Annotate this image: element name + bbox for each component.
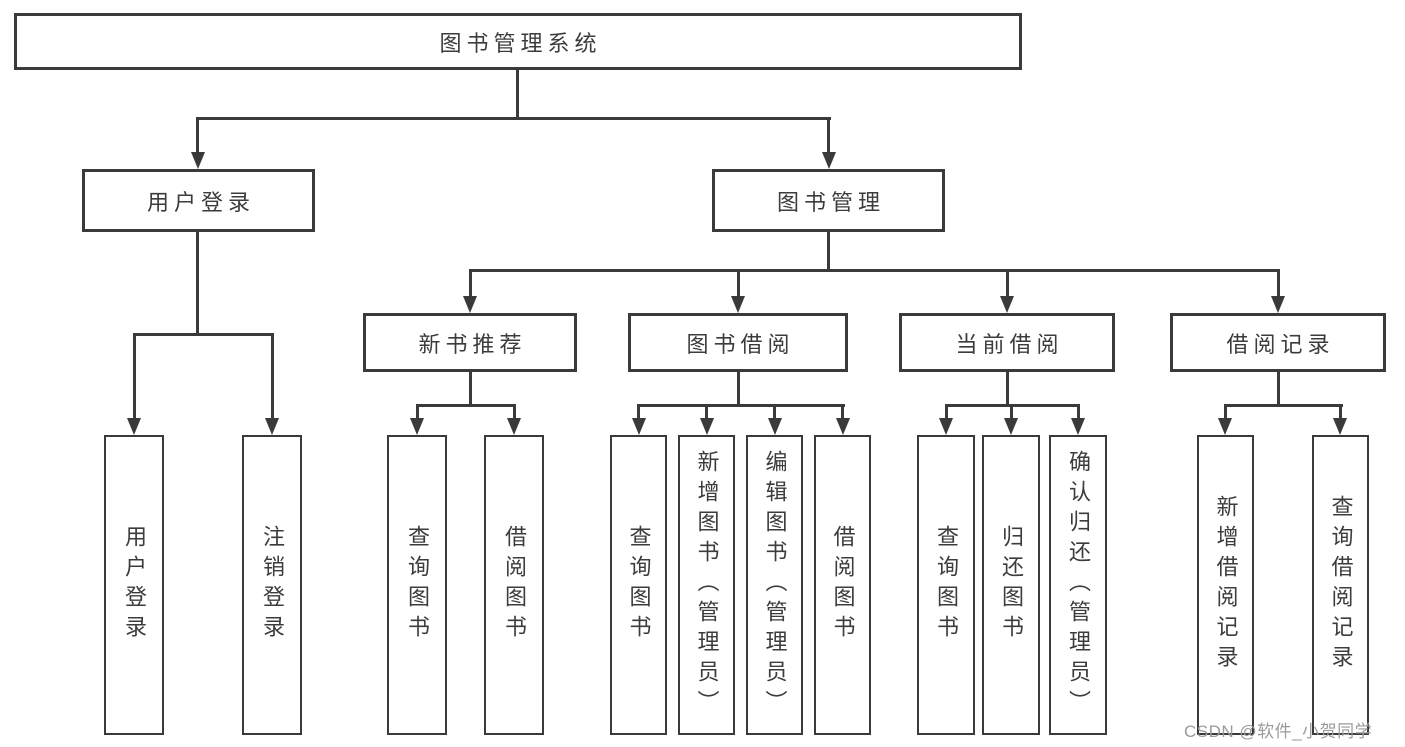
connector-group-d-bus bbox=[1224, 404, 1343, 407]
connector-root-to-user-login bbox=[196, 117, 199, 154]
arrowhead-group-b-2 bbox=[700, 418, 714, 435]
arrowhead-group-d-2 bbox=[1333, 418, 1347, 435]
arrowhead-group-b-3 bbox=[768, 418, 782, 435]
connector-group-c-stem bbox=[1006, 371, 1009, 407]
connector-root-stem bbox=[516, 68, 519, 119]
leaf-add-borrow-record: 新增借阅记录 bbox=[1197, 435, 1254, 735]
connector-group-d-drop-1 bbox=[1224, 404, 1227, 419]
leaf-confirm-return-admin-label: 确认归还（管理员） bbox=[1066, 450, 1091, 720]
arrowhead-to-new-book bbox=[463, 296, 477, 313]
arrowhead-to-leaf-user-login bbox=[127, 418, 141, 435]
arrowhead-group-c-2 bbox=[1004, 418, 1018, 435]
connector-root-to-book-management bbox=[827, 117, 830, 154]
arrowhead-to-book-management bbox=[822, 152, 836, 169]
connector-to-new-book bbox=[469, 269, 472, 299]
arrowhead-group-a-2 bbox=[507, 418, 521, 435]
node-book-management: 图书管理 bbox=[712, 169, 945, 232]
node-book-borrow-label: 图书借阅 bbox=[686, 331, 795, 357]
connector-to-leaf-user-login bbox=[133, 333, 136, 419]
arrowhead-group-c-3 bbox=[1071, 418, 1085, 435]
leaf-query-borrow-record-label: 查询借阅记录 bbox=[1328, 495, 1354, 675]
connector-group-d-drop-2 bbox=[1339, 404, 1342, 419]
node-borrow-records: 借阅记录 bbox=[1170, 313, 1386, 372]
connector-group-d-stem bbox=[1277, 371, 1280, 407]
csdn-watermark: CSDN @软件_小贺同学 bbox=[1184, 722, 1373, 741]
leaf-query-books-recommend: 查询图书 bbox=[387, 435, 447, 735]
arrowhead-to-leaf-logout bbox=[265, 418, 279, 435]
node-new-book-recommend: 新书推荐 bbox=[363, 313, 577, 372]
connector-group-b-drop-2 bbox=[705, 404, 708, 419]
leaf-borrow-books: 借阅图书 bbox=[814, 435, 871, 735]
connector-book-management-stem bbox=[827, 231, 830, 272]
leaf-query-borrow-record: 查询借阅记录 bbox=[1312, 435, 1369, 735]
leaf-user-login-label: 用户登录 bbox=[122, 525, 147, 645]
connector-group-b-bus bbox=[637, 404, 845, 407]
node-current-borrow-label: 当前借阅 bbox=[955, 331, 1064, 357]
connector-group-c-drop-3 bbox=[1077, 404, 1080, 419]
leaf-return-books: 归还图书 bbox=[982, 435, 1040, 735]
leaf-return-books-label: 归还图书 bbox=[999, 525, 1024, 645]
connector-group-b-drop-4 bbox=[841, 404, 844, 419]
connector-group-a-stem bbox=[469, 371, 472, 407]
arrowhead-group-b-4 bbox=[836, 418, 850, 435]
leaf-logout: 注销登录 bbox=[242, 435, 302, 735]
node-user-login: 用户登录 bbox=[82, 169, 315, 232]
leaf-borrow-books-recommend-label: 借阅图书 bbox=[502, 525, 527, 645]
connector-group-c-drop-2 bbox=[1010, 404, 1013, 419]
connector-group-a-bus bbox=[416, 404, 516, 407]
connector-to-leaf-logout bbox=[271, 333, 274, 419]
connector-group-a-drop-1 bbox=[416, 404, 419, 419]
leaf-query-books-recommend-label: 查询图书 bbox=[405, 525, 430, 645]
node-book-management-label: 图书管理 bbox=[776, 189, 885, 215]
arrowhead-to-book-borrow bbox=[731, 296, 745, 313]
leaf-logout-label: 注销登录 bbox=[260, 525, 285, 645]
leaf-add-borrow-record-label: 新增借阅记录 bbox=[1213, 495, 1239, 675]
arrowhead-group-b-1 bbox=[632, 418, 646, 435]
connector-group-b-stem bbox=[737, 371, 740, 407]
connector-group-c-drop-1 bbox=[945, 404, 948, 419]
connector-group-a-drop-2 bbox=[513, 404, 516, 419]
leaf-borrow-books-label: 借阅图书 bbox=[830, 525, 856, 645]
node-root-label: 图书管理系统 bbox=[439, 30, 602, 56]
arrowhead-to-current-borrow bbox=[1000, 296, 1014, 313]
node-current-borrow: 当前借阅 bbox=[899, 313, 1115, 372]
leaf-add-books-admin-label: 新增图书（管理员） bbox=[694, 450, 720, 720]
connector-to-book-borrow bbox=[737, 269, 740, 299]
arrowhead-group-a-1 bbox=[410, 418, 424, 435]
node-borrow-records-label: 借阅记录 bbox=[1226, 331, 1335, 357]
node-root: 图书管理系统 bbox=[14, 13, 1022, 70]
connector-group-b-drop-3 bbox=[773, 404, 776, 419]
leaf-query-books-current: 查询图书 bbox=[917, 435, 975, 735]
leaf-user-login: 用户登录 bbox=[104, 435, 164, 735]
leaf-query-books-borrow: 查询图书 bbox=[610, 435, 667, 735]
arrowhead-group-c-1 bbox=[939, 418, 953, 435]
connector-user-login-stem bbox=[196, 231, 199, 336]
leaf-edit-books-admin-label: 编辑图书（管理员） bbox=[762, 450, 788, 720]
connector-user-login-bus bbox=[133, 333, 274, 336]
node-user-login-label: 用户登录 bbox=[146, 189, 255, 215]
leaf-edit-books-admin: 编辑图书（管理员） bbox=[746, 435, 803, 735]
connector-book-management-bus bbox=[469, 269, 1280, 272]
arrowhead-to-borrow-records bbox=[1271, 296, 1285, 313]
connector-to-current-borrow bbox=[1006, 269, 1009, 299]
leaf-add-books-admin: 新增图书（管理员） bbox=[678, 435, 735, 735]
connector-to-borrow-records bbox=[1277, 269, 1280, 299]
connector-group-b-drop-1 bbox=[637, 404, 640, 419]
arrowhead-to-user-login bbox=[191, 152, 205, 169]
node-book-borrow: 图书借阅 bbox=[628, 313, 848, 372]
leaf-borrow-books-recommend: 借阅图书 bbox=[484, 435, 544, 735]
node-new-book-recommend-label: 新书推荐 bbox=[418, 331, 527, 357]
leaf-confirm-return-admin: 确认归还（管理员） bbox=[1049, 435, 1107, 735]
arrowhead-group-d-1 bbox=[1218, 418, 1232, 435]
leaf-query-books-current-label: 查询图书 bbox=[934, 525, 959, 645]
connector-root-bus bbox=[197, 117, 831, 120]
leaf-query-books-borrow-label: 查询图书 bbox=[626, 525, 652, 645]
